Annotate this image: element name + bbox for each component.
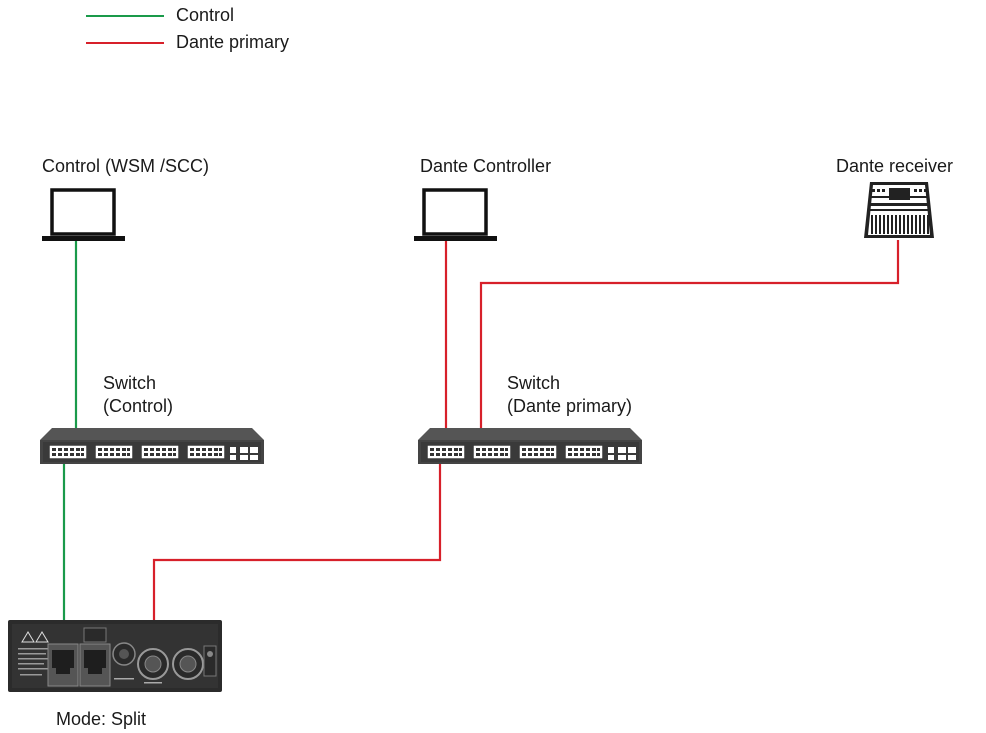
legend-line-control (86, 15, 164, 17)
legend-label-dante-primary: Dante primary (176, 32, 290, 52)
device-mode-label: Mode: Split (56, 709, 147, 729)
switch-dante-sublabel: (Dante primary) (507, 396, 633, 416)
network-switch-icon (40, 428, 264, 464)
legend-line-dante-primary (86, 42, 164, 44)
control-pc-label: Control (WSM /SCC) (42, 156, 210, 176)
link-switch-dante-to-device (152, 460, 442, 664)
mixing-console-icon (864, 182, 934, 238)
link-dante-receiver-to-switch (479, 240, 900, 448)
switch-control-sublabel: (Control) (103, 396, 174, 416)
switch-control-label: Switch (103, 373, 157, 393)
connections (62, 240, 900, 664)
laptop-icon (414, 188, 497, 241)
laptop-icon (42, 188, 125, 241)
receiver-rear-panel-icon (8, 620, 222, 692)
legend-label-control: Control (176, 5, 235, 25)
switch-dante-label: Switch (507, 373, 561, 393)
network-switch-icon (418, 428, 642, 464)
dante-controller-label: Dante Controller (420, 156, 552, 176)
dante-receiver-label: Dante receiver (836, 156, 954, 176)
